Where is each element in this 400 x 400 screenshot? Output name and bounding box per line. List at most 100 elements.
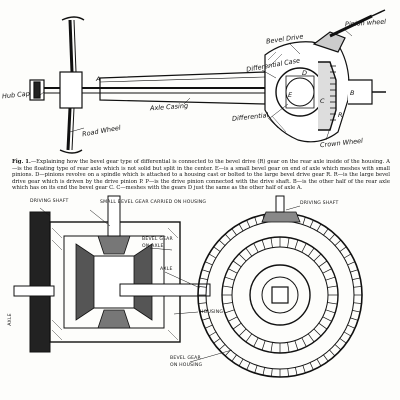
ring-gear-tooth bbox=[353, 286, 362, 288]
ring-gear-tooth bbox=[208, 253, 217, 259]
ring-gear-tooth bbox=[198, 286, 207, 288]
inner-gear-tooth bbox=[327, 302, 338, 305]
inner-gear-tooth bbox=[294, 340, 299, 351]
ring-gear-tooth bbox=[208, 331, 217, 337]
ring-gear-tooth bbox=[262, 214, 265, 223]
inner-gear-tooth bbox=[245, 333, 253, 343]
inner-gear-tooth bbox=[222, 285, 233, 288]
label-letter-a: A bbox=[96, 75, 101, 83]
inner-gear-tooth bbox=[228, 316, 238, 322]
label-axle-mid: AXLE bbox=[160, 267, 173, 272]
inner-gear-tooth bbox=[245, 247, 253, 257]
inner-gear-tooth bbox=[294, 239, 299, 250]
ring-gear-tooth bbox=[287, 213, 289, 222]
ring-gear-tooth bbox=[213, 246, 221, 252]
inner-gear-tooth bbox=[222, 302, 233, 305]
ring-gear-tooth bbox=[347, 324, 356, 329]
inner-gear-tooth bbox=[270, 237, 273, 248]
ring-gear-tooth bbox=[231, 228, 237, 236]
label-letter-e: E bbox=[288, 91, 293, 99]
ring-gear-tooth bbox=[343, 331, 352, 337]
ring-gear-tooth bbox=[334, 239, 342, 246]
ring-gear-tooth bbox=[246, 362, 251, 371]
ring-gear-tooth bbox=[271, 368, 273, 377]
ring-gear-tooth bbox=[254, 216, 258, 225]
inner-gear-tooth bbox=[313, 253, 322, 262]
ring-gear-tooth bbox=[302, 365, 306, 374]
inner-gear-tooth bbox=[253, 337, 259, 347]
ring-gear-tooth bbox=[287, 368, 289, 377]
caption-text: —Explaining how the bevel gear type of d… bbox=[12, 159, 390, 192]
ring-gear-tooth bbox=[339, 246, 347, 252]
inner-gear-tooth bbox=[318, 322, 328, 330]
ring-gear-tooth bbox=[323, 228, 329, 236]
inner-gear-tooth bbox=[253, 243, 259, 253]
label-driving-shaft-right: DRIVING SHAFT bbox=[300, 201, 339, 206]
ring-gear-tooth bbox=[339, 338, 347, 344]
ring-gear-tooth bbox=[231, 354, 237, 362]
ring-gear-tooth bbox=[343, 253, 352, 259]
ring-gear-tooth bbox=[198, 302, 207, 304]
ring-gear-tooth bbox=[316, 223, 322, 232]
inner-gear-tooth bbox=[228, 268, 238, 274]
inner-gear-tooth bbox=[313, 328, 322, 337]
ring-gear-tooth bbox=[199, 277, 208, 280]
ring-gear-tooth bbox=[353, 302, 362, 304]
ring-gear-tooth bbox=[213, 338, 221, 344]
ring-gear-tooth bbox=[238, 223, 244, 232]
label-letter-c: C bbox=[320, 97, 325, 105]
ring-gear-tooth bbox=[262, 367, 265, 376]
ring-gear-tooth bbox=[329, 349, 336, 357]
inner-gear-tooth bbox=[325, 276, 336, 281]
ring-gear-tooth bbox=[334, 344, 342, 351]
ring-gear-tooth bbox=[201, 317, 210, 321]
label-housing: HOUSING bbox=[200, 310, 224, 315]
inner-gear-tooth bbox=[287, 237, 290, 248]
inner-gear-tooth bbox=[261, 239, 266, 250]
label-bevel-gear-on-housing: BEVEL GEAR ON HOUSING bbox=[170, 356, 203, 368]
figure-caption: Fig. 1.—Explaining how the bevel gear ty… bbox=[12, 159, 390, 192]
inner-gear-tooth bbox=[224, 276, 235, 281]
inner-gear-tooth bbox=[238, 328, 247, 337]
inner-gear-tooth bbox=[287, 342, 290, 353]
ring-gear-tooth bbox=[309, 219, 314, 228]
ring-gear-tooth bbox=[218, 344, 226, 351]
inner-gear-tooth bbox=[327, 285, 338, 288]
ring-gear-tooth bbox=[218, 239, 226, 246]
ring-gear-tooth bbox=[201, 269, 210, 273]
inner-gear-tooth bbox=[307, 247, 315, 257]
ring-gear-tooth bbox=[329, 233, 336, 241]
ring-gear-tooth bbox=[350, 269, 359, 273]
inner-gear-tooth bbox=[270, 342, 273, 353]
ring-gear-tooth bbox=[309, 362, 314, 371]
inner-gear-tooth bbox=[232, 322, 242, 330]
inner-gear-tooth bbox=[318, 260, 328, 268]
ring-gear-tooth bbox=[246, 219, 251, 228]
inner-gear-tooth bbox=[325, 309, 336, 314]
ring-gear-tooth bbox=[316, 358, 322, 367]
ring-gear-tooth bbox=[238, 358, 244, 367]
ring-gear-tooth bbox=[302, 216, 306, 225]
inner-gear-tooth bbox=[224, 309, 235, 314]
ring-gear-tooth bbox=[224, 349, 231, 357]
inner-gear-tooth bbox=[301, 243, 307, 253]
label-letter-r: R bbox=[338, 111, 343, 119]
ring-gear-tooth bbox=[295, 214, 298, 223]
ring-gear-tooth bbox=[323, 354, 329, 362]
ring-gear-tooth bbox=[254, 365, 258, 374]
label-letter-b: B bbox=[350, 89, 355, 97]
ring-gear-tooth bbox=[352, 277, 361, 280]
inner-gear-tooth bbox=[301, 337, 307, 347]
label-driving-shaft-left: DRIVING SHAFT bbox=[30, 199, 69, 204]
inner-gear-tooth bbox=[232, 260, 242, 268]
ring-gear-tooth bbox=[204, 261, 213, 266]
rear-axle-drawing bbox=[29, 9, 386, 154]
ring-gear-tooth bbox=[350, 317, 359, 321]
label-small-bevel-gear: SMALL BEVEL GEAR CARRIED ON HOUSING bbox=[100, 200, 207, 205]
caption-fig-label: Fig. 1. bbox=[12, 159, 31, 165]
label-letter-d: D bbox=[302, 69, 308, 77]
ring-gear-tooth bbox=[271, 213, 273, 222]
inner-gear-tooth bbox=[322, 316, 332, 322]
ring-gear-tooth bbox=[295, 367, 298, 376]
